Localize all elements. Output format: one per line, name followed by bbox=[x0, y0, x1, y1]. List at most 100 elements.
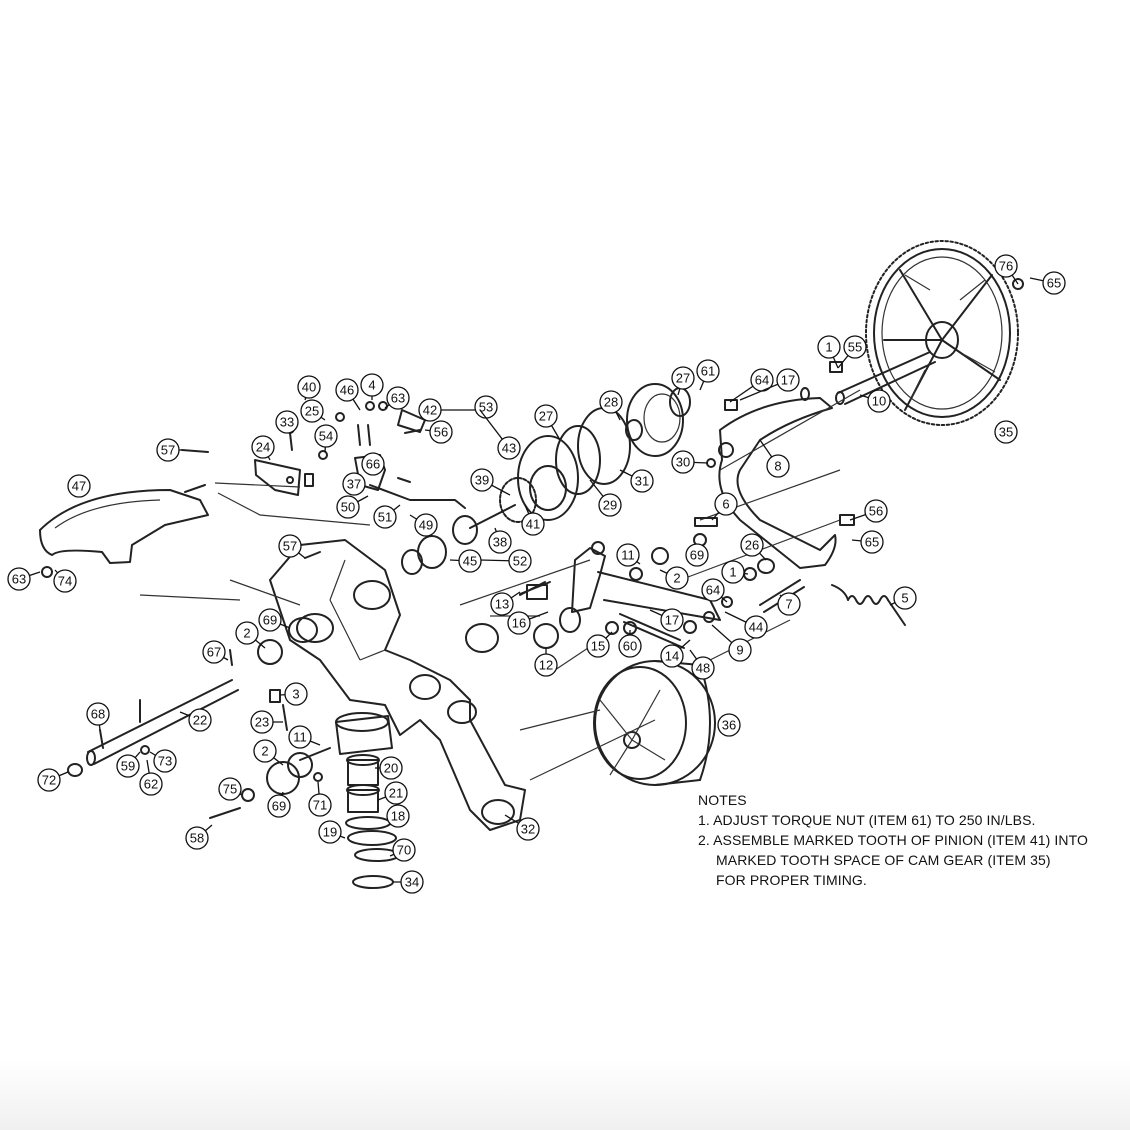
svg-text:53: 53 bbox=[479, 400, 493, 415]
svg-text:1: 1 bbox=[825, 340, 832, 355]
callout-47: 47 bbox=[67, 474, 91, 498]
svg-text:71: 71 bbox=[313, 798, 327, 813]
svg-text:3: 3 bbox=[292, 687, 299, 702]
callout-27: 27 bbox=[534, 404, 558, 428]
callout-31: 31 bbox=[630, 469, 654, 493]
svg-text:26: 26 bbox=[745, 538, 759, 553]
callout-65: 65 bbox=[1042, 271, 1066, 295]
svg-text:36: 36 bbox=[722, 718, 736, 733]
callout-18: 18 bbox=[386, 804, 410, 828]
svg-text:8: 8 bbox=[774, 459, 781, 474]
cam-shaft bbox=[835, 351, 936, 405]
callout-58: 58 bbox=[185, 826, 209, 850]
svg-text:74: 74 bbox=[58, 574, 72, 589]
note-1: 1. ADJUST TORQUE NUT (ITEM 61) TO 250 IN… bbox=[698, 812, 1036, 828]
notes-heading: NOTES bbox=[698, 792, 747, 808]
svg-text:60: 60 bbox=[623, 639, 637, 654]
svg-text:58: 58 bbox=[190, 831, 204, 846]
callout-53: 53 bbox=[474, 395, 498, 419]
svg-text:68: 68 bbox=[91, 707, 105, 722]
note-2a: 2. ASSEMBLE MARKED TOOTH OF PINION (ITEM… bbox=[698, 832, 1088, 848]
guard-bracket bbox=[39, 484, 209, 564]
svg-text:42: 42 bbox=[423, 403, 437, 418]
svg-text:18: 18 bbox=[391, 809, 405, 824]
callout-61: 61 bbox=[696, 359, 720, 383]
svg-text:44: 44 bbox=[749, 620, 763, 635]
spindle-housing bbox=[335, 712, 393, 755]
svg-text:69: 69 bbox=[263, 613, 277, 628]
callout-11: 11 bbox=[288, 725, 312, 749]
svg-text:48: 48 bbox=[696, 661, 710, 676]
callout-45: 45 bbox=[458, 549, 482, 573]
svg-text:65: 65 bbox=[1047, 276, 1061, 291]
svg-text:75: 75 bbox=[223, 782, 237, 797]
svg-text:72: 72 bbox=[42, 773, 56, 788]
svg-text:24: 24 bbox=[256, 440, 270, 455]
svg-text:23: 23 bbox=[255, 715, 269, 730]
callout-17: 17 bbox=[660, 608, 684, 632]
callout-29: 29 bbox=[598, 493, 622, 517]
svg-text:22: 22 bbox=[193, 713, 207, 728]
callout-56: 56 bbox=[864, 499, 888, 523]
svg-text:76: 76 bbox=[999, 259, 1013, 274]
svg-text:55: 55 bbox=[848, 340, 862, 355]
callout-34: 34 bbox=[400, 870, 424, 894]
callout-43: 43 bbox=[497, 436, 521, 460]
callout-44: 44 bbox=[744, 615, 768, 639]
callout-52: 52 bbox=[508, 549, 532, 573]
svg-text:56: 56 bbox=[434, 425, 448, 440]
svg-text:67: 67 bbox=[207, 645, 221, 660]
callout-69: 69 bbox=[685, 543, 709, 567]
svg-text:20: 20 bbox=[384, 761, 398, 776]
callout-33: 33 bbox=[275, 410, 299, 434]
callout-64: 64 bbox=[701, 578, 725, 602]
callout-15: 15 bbox=[586, 634, 610, 658]
svg-text:57: 57 bbox=[161, 443, 175, 458]
svg-text:27: 27 bbox=[676, 371, 690, 386]
svg-text:50: 50 bbox=[341, 500, 355, 515]
svg-text:21: 21 bbox=[389, 786, 403, 801]
callout-41: 41 bbox=[521, 512, 545, 536]
callout-2: 2 bbox=[253, 739, 277, 763]
callout-4: 4 bbox=[360, 373, 384, 397]
callout-48: 48 bbox=[691, 656, 715, 680]
svg-text:49: 49 bbox=[419, 518, 433, 533]
callout-56: 56 bbox=[429, 420, 453, 444]
svg-text:52: 52 bbox=[513, 554, 527, 569]
svg-text:37: 37 bbox=[347, 477, 361, 492]
note-2b: MARKED TOOTH SPACE OF CAM GEAR (ITEM 35) bbox=[716, 852, 1051, 868]
svg-text:9: 9 bbox=[736, 643, 743, 658]
callout-63: 63 bbox=[386, 386, 410, 410]
callout-62: 62 bbox=[139, 772, 163, 796]
callout-72: 72 bbox=[37, 768, 61, 792]
follower-wheel bbox=[593, 660, 716, 786]
svg-text:70: 70 bbox=[397, 843, 411, 858]
callout-37: 37 bbox=[342, 472, 366, 496]
callout-57: 57 bbox=[278, 534, 302, 558]
svg-text:43: 43 bbox=[502, 441, 516, 456]
rocker-arm bbox=[718, 397, 837, 569]
bottom-fade bbox=[0, 1060, 1130, 1130]
svg-text:41: 41 bbox=[526, 517, 540, 532]
svg-text:62: 62 bbox=[144, 777, 158, 792]
callout-71: 71 bbox=[308, 793, 332, 817]
svg-text:15: 15 bbox=[591, 639, 605, 654]
callout-68: 68 bbox=[86, 702, 110, 726]
callout-11: 11 bbox=[616, 543, 640, 567]
callout-8: 8 bbox=[766, 454, 790, 478]
main-shaft bbox=[86, 679, 239, 766]
callout-69: 69 bbox=[267, 794, 291, 818]
note-2c: FOR PROPER TIMING. bbox=[716, 872, 867, 888]
svg-text:17: 17 bbox=[665, 613, 679, 628]
svg-text:4: 4 bbox=[368, 378, 375, 393]
callout-10: 10 bbox=[867, 389, 891, 413]
callout-32: 32 bbox=[516, 817, 540, 841]
svg-text:2: 2 bbox=[261, 744, 268, 759]
svg-text:27: 27 bbox=[539, 409, 553, 424]
callout-75: 75 bbox=[218, 777, 242, 801]
callout-67: 67 bbox=[202, 640, 226, 664]
spring bbox=[831, 584, 906, 626]
svg-text:11: 11 bbox=[621, 548, 635, 563]
svg-text:46: 46 bbox=[340, 383, 354, 398]
